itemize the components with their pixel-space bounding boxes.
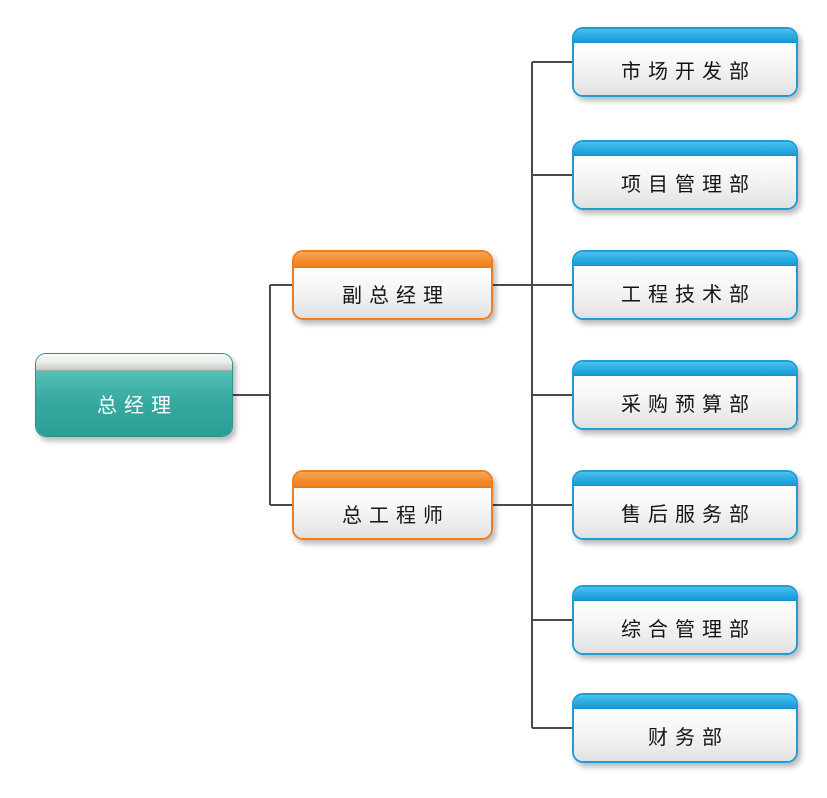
node-deputy-general-manager: 副总经理 (292, 250, 493, 320)
node-dept-procurement-budget: 采购预算部 (572, 360, 798, 430)
node-label: 财务部 (574, 709, 796, 761)
node-dept-market-development: 市场开发部 (572, 27, 798, 97)
node-top-strip (574, 252, 796, 266)
node-top-strip (574, 472, 796, 486)
node-general-manager: 总经理 (35, 353, 233, 437)
node-dept-general-management: 综合管理部 (572, 585, 798, 655)
node-top-strip (574, 587, 796, 601)
node-top-strip (574, 695, 796, 709)
node-label: 采购预算部 (574, 376, 796, 428)
node-top-strip (574, 29, 796, 43)
node-top-strip (36, 354, 232, 371)
node-label: 项目管理部 (574, 156, 796, 208)
node-top-strip (294, 252, 491, 268)
node-label: 总工程师 (294, 488, 491, 538)
node-top-strip (574, 142, 796, 156)
node-label: 售后服务部 (574, 486, 796, 538)
node-top-strip (574, 362, 796, 376)
node-dept-engineering-technology: 工程技术部 (572, 250, 798, 320)
node-label: 总经理 (36, 371, 232, 436)
node-label: 工程技术部 (574, 266, 796, 318)
node-chief-engineer: 总工程师 (292, 470, 493, 540)
node-dept-project-management: 项目管理部 (572, 140, 798, 210)
node-label: 市场开发部 (574, 43, 796, 95)
node-dept-finance: 财务部 (572, 693, 798, 763)
node-top-strip (294, 472, 491, 488)
node-label: 综合管理部 (574, 601, 796, 653)
node-label: 副总经理 (294, 268, 491, 318)
node-dept-after-sales-service: 售后服务部 (572, 470, 798, 540)
